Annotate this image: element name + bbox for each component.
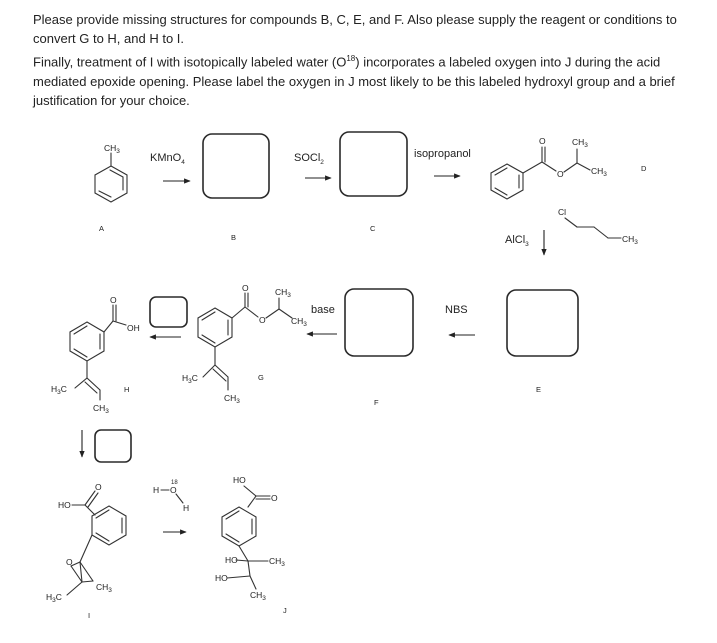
reagent-h-to-i-answer-box [94,429,132,463]
compound-f-label: F [374,398,379,407]
compound-h-structure: O OH H3C CH3 [51,295,140,415]
chloropropane-structure: Cl CH3 [558,207,638,246]
reagent-isopropanol: isopropanol [414,148,471,160]
methyl-label: CH3 [275,287,291,299]
reagent-alcl3: AlCl3 [505,234,529,248]
compound-e-label: E [536,385,541,394]
hydrogen-label: H [153,485,159,495]
compound-b-label: B [231,233,236,242]
compound-h-label: H [124,385,129,394]
methyl-label: CH3 [291,316,307,328]
reagent-kmno4: KMnO4 [150,152,185,166]
epoxide-oxygen-label: O [66,557,73,567]
methyl-label: CH3 [572,137,588,149]
methyl-label: H3C [182,373,198,385]
labeled-water-structure: 18 H O H [153,480,189,513]
ester-oxygen-label: O [557,169,564,179]
compound-d-structure: O O CH3 CH3 [490,136,607,200]
methyl-label: CH3 [96,582,112,594]
carbonyl-oxygen-label: O [271,493,278,503]
compound-a-label: A [99,224,104,233]
methyl-label: CH3 [104,143,120,155]
methyl-label: CH3 [622,234,638,246]
compound-g-structure: O O CH3 CH3 H3C CH3 [182,283,307,405]
hydroxyl-label: HO [233,475,246,485]
chlorine-label: Cl [558,207,566,217]
hydrogen-label: H [183,503,189,513]
ester-oxygen-label: O [259,315,266,325]
compound-j-structure: HO O HO CH3 HO CH3 [215,475,285,602]
hydroxyl-label: HO [58,500,71,510]
reagent-base: base [311,304,335,316]
hydroxyl-label: OH [127,323,140,333]
compound-i-structure: HO O O H3C CH3 [46,482,127,604]
reagent-nbs: NBS [445,304,468,316]
hydroxyl-label: HO [225,555,238,565]
compound-j-label: J [283,606,287,615]
carbonyl-oxygen-label: O [95,482,102,492]
methyl-label: CH3 [250,590,266,602]
compound-f-answer-box [344,288,414,357]
water-oxygen-label: O [170,485,177,495]
compound-a-structure: CH3 [94,143,128,203]
methyl-label: CH3 [269,556,285,568]
compound-i-label: I [88,611,90,620]
compound-b-answer-box [202,133,270,199]
methyl-label: CH3 [93,403,109,415]
carbonyl-oxygen-label: O [110,295,117,305]
methyl-label: CH3 [224,393,240,405]
methyl-label: H3C [51,384,67,396]
compound-e-answer-box [506,289,579,357]
methyl-label: H3C [46,592,62,604]
reagent-g-to-h-answer-box [149,296,188,328]
isotope-label: 18 [171,480,178,486]
hydroxyl-label: HO [215,573,228,583]
carbonyl-oxygen-label: O [539,136,546,146]
methyl-label: CH3 [591,166,607,178]
compound-g-label: G [258,373,264,382]
reagent-socl2: SOCl2 [294,152,324,166]
carbonyl-oxygen-label: O [242,283,249,293]
compound-c-label: C [370,224,376,233]
compound-d-label: D [641,164,647,173]
compound-c-answer-box [339,131,408,197]
question-text: Please provide missing structures for co… [33,10,693,110]
question-line-1: Please provide missing structures for co… [33,12,677,47]
question-line-2: Finally, treatment of I with isotopicall… [33,53,675,108]
